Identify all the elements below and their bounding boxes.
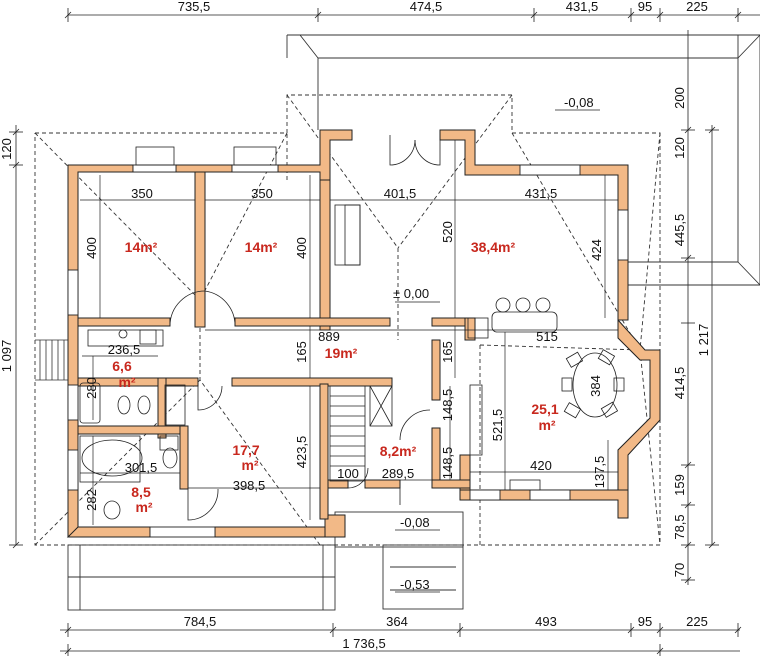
dim-right-1: 200	[672, 87, 687, 109]
right-dimension-chain	[681, 30, 719, 585]
staircase	[329, 385, 393, 482]
left-dimension-chain	[9, 125, 23, 549]
dim-dining-height: 521,5	[490, 409, 505, 442]
dim-bottom-3: 493	[535, 614, 557, 629]
area-room2: 14m²	[245, 239, 278, 255]
area-bed3: 17,7	[232, 442, 259, 458]
area-hall: 19m²	[325, 345, 358, 361]
dim-living-width: 431,5	[525, 186, 558, 201]
dim-top-4: 95	[638, 0, 652, 14]
window-sills	[135, 146, 277, 166]
area-bath2-unit: m²	[135, 499, 152, 515]
area-bath2: 8,5	[131, 484, 151, 500]
dim-bed3-width: 398,5	[233, 478, 266, 493]
walls	[66, 129, 661, 538]
dim-right-5: 159	[672, 474, 687, 496]
dim-left-total: 1 097	[0, 340, 14, 373]
area-bed3-unit: m²	[241, 457, 258, 473]
dim-right-6: 78,5	[672, 514, 687, 539]
dim-bath1-width: 236,5	[108, 342, 141, 357]
dining-table	[561, 349, 625, 419]
dim-right-7: 70	[672, 563, 687, 577]
dim-bottom-2: 364	[386, 614, 408, 629]
dim-hall-width: 401,5	[384, 186, 417, 201]
dim-dining-table: 384	[588, 375, 603, 397]
dim-bath2-height: 282	[84, 489, 99, 511]
area-living: 38,4m²	[471, 239, 516, 255]
dim-hall-height: 520	[440, 221, 455, 243]
interior-dims	[80, 140, 618, 525]
dim-bath2-width: 301,5	[125, 460, 158, 475]
terrace-outline	[286, 34, 760, 286]
dim-left-top: 120	[0, 138, 14, 160]
dim-living-height: 424	[589, 239, 604, 261]
level-markers	[395, 109, 600, 593]
area-dining-unit: m²	[538, 417, 555, 433]
dim-corridor: 889	[318, 329, 340, 344]
area-bath1-unit: m²	[118, 374, 135, 390]
dim-stair-height-right: 165	[440, 341, 455, 363]
dim-stair-height-left: 165	[294, 341, 309, 363]
dim-bath1-height: 280	[84, 377, 99, 399]
dim-top-5: 225	[686, 0, 708, 14]
dim-small-width: 289,5	[382, 466, 415, 481]
dim-bottom-1: 784,5	[184, 614, 217, 629]
dim-top-1: 735,5	[178, 0, 211, 14]
dim-room1-height: 400	[84, 237, 99, 259]
front-porch	[67, 511, 464, 611]
area-room1: 14m²	[125, 239, 158, 255]
dim-100: 100	[337, 466, 359, 481]
dim-small-height-1: 148,5	[440, 389, 455, 422]
side-steps	[35, 339, 68, 381]
dim-right-2: 120	[672, 137, 687, 159]
dim-top-3: 431,5	[566, 0, 599, 14]
dim-right-total: 1 217	[696, 324, 711, 357]
level-steps: -0,53	[400, 577, 430, 592]
dim-room2-width: 350	[251, 186, 273, 201]
dim-bed3-height: 423,5	[294, 436, 309, 469]
dim-bottom-5: 225	[686, 614, 708, 629]
dim-bottom-4: 95	[638, 614, 652, 629]
dim-kitchen-bottom: 420	[530, 458, 552, 473]
bottom-dimension-chain	[60, 623, 742, 656]
dim-top-2: 474,5	[410, 0, 443, 14]
area-bath1: 6,6	[112, 358, 132, 374]
dim-small-height-2: 148,5	[440, 447, 455, 480]
level-terrace: -0,08	[564, 95, 594, 110]
fixtures	[79, 204, 558, 520]
level-entrance: -0,08	[400, 515, 430, 530]
dim-room2-height: 400	[294, 237, 309, 259]
top-dimension-chain	[64, 8, 760, 22]
dim-137: 137,5	[592, 456, 607, 489]
level-floor: ± 0,00	[393, 286, 429, 301]
area-dining: 25,1	[531, 401, 558, 417]
dim-room1-width: 350	[131, 186, 153, 201]
windows	[67, 164, 629, 538]
area-small: 8,2m²	[380, 443, 417, 459]
dim-right-3: 445,5	[672, 214, 687, 247]
dim-kitchen-width: 515	[536, 329, 558, 344]
doors	[169, 135, 441, 521]
dim-bottom-total: 1 736,5	[342, 636, 385, 651]
dim-right-4: 414,5	[672, 367, 687, 400]
